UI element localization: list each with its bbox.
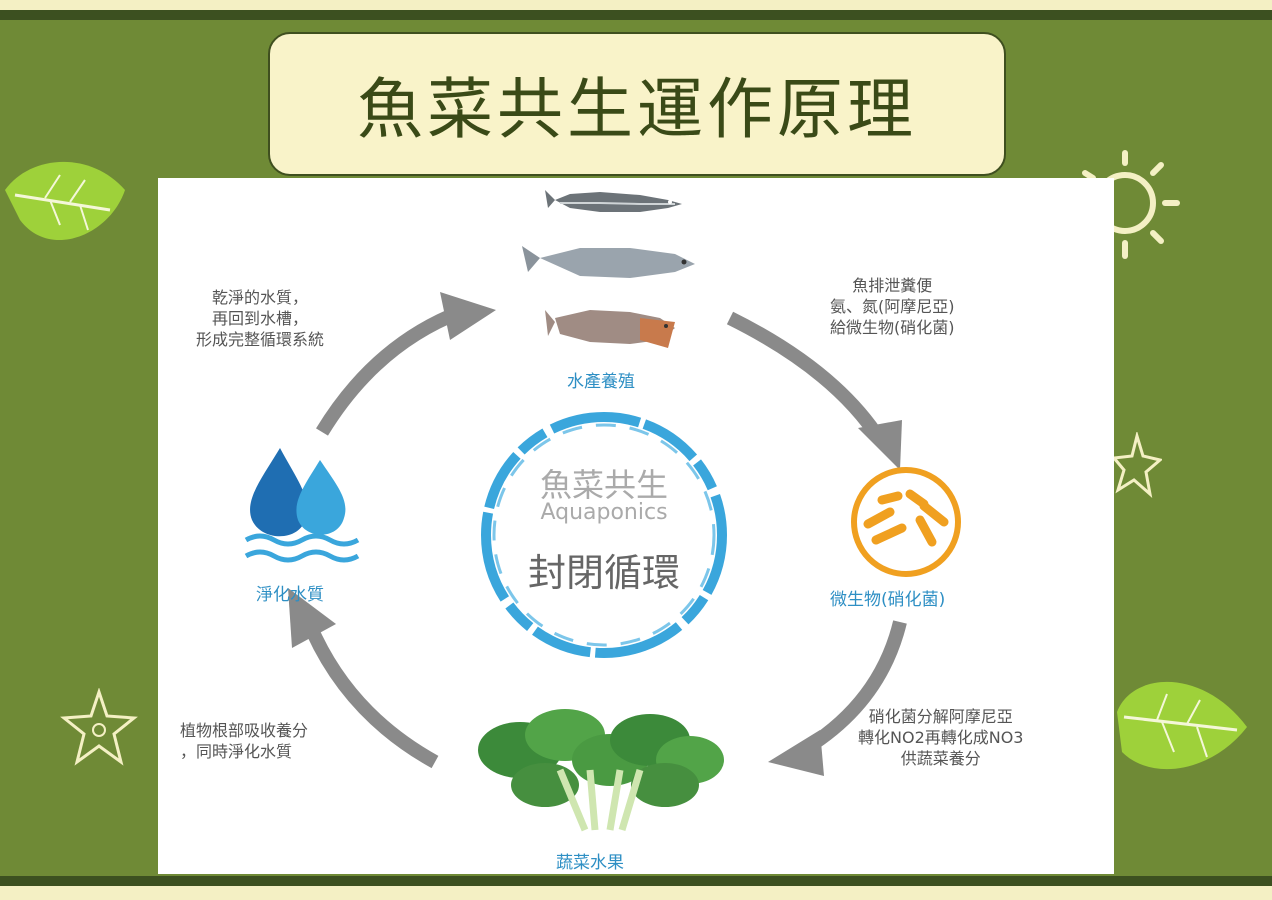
center-title-en: Aquaponics (540, 500, 668, 525)
center-ring (481, 412, 727, 658)
bottom-band (0, 886, 1272, 900)
note-veg-to-water: 植物根部吸收養分 ，同時淨化水質 (180, 721, 309, 761)
center-title-cn: 魚菜共生 (539, 466, 668, 504)
center-subtitle: 封閉循環 (527, 551, 680, 595)
title-box: 魚菜共生運作原理 (268, 32, 1006, 176)
note-microbes-to-veg: 硝化菌分解阿摩尼亞 轉化NO2再轉化成NO3 供蔬菜養分 (858, 707, 1024, 768)
leaf-icon-right (1117, 681, 1247, 770)
note-water-to-fish: 乾淨的水質， 再回到水槽， 形成完整循環系統 (196, 288, 325, 349)
sun-icon (1082, 150, 1180, 259)
top-band-dark (0, 10, 1272, 20)
node-label-water: 淨化水質 (256, 585, 324, 605)
arrow-heads (288, 292, 902, 776)
star-icon (1112, 432, 1162, 498)
page-title: 魚菜共生運作原理 (357, 71, 917, 148)
star-icon-left (60, 688, 138, 766)
note-fish-to-microbes: 魚排泄糞便 氨、氮(阿摩尼亞) 給微生物(硝化菌) (830, 276, 955, 337)
node-label-microbes: 微生物(硝化菌) (830, 590, 946, 610)
node-label-aquaculture: 水產養殖 (567, 372, 635, 392)
microbe-icon (851, 467, 961, 577)
node-label-vegetables: 蔬菜水果 (556, 853, 624, 873)
top-band (0, 0, 1272, 10)
leaf-icon (5, 161, 125, 241)
fish-icon (545, 190, 682, 212)
bottom-band-dark (0, 876, 1272, 886)
fish-icon-salmon (522, 246, 695, 278)
vegetable-icon (478, 709, 724, 832)
fish-icon-trout (545, 310, 675, 348)
water-drop-icon (244, 448, 360, 563)
